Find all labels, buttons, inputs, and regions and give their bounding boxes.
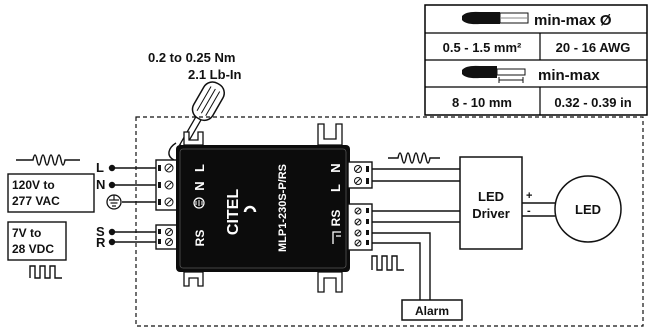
led-driver-line2: Driver xyxy=(472,206,510,221)
relay-pulse-wave-icon xyxy=(371,255,404,271)
terminal-label-R: R xyxy=(96,235,106,250)
torque-lbin-label: 2.1 Lb-In xyxy=(188,67,242,82)
left-terminal-block-remote xyxy=(155,224,179,250)
output-sine-wave-icon xyxy=(388,152,440,164)
right-terminal-block-alarm xyxy=(347,203,373,251)
earth-ground-icon xyxy=(106,194,122,210)
device-pin-RS-right: RS xyxy=(329,210,343,227)
led-driver-plus: + xyxy=(526,190,532,202)
wire-cross-section-icon xyxy=(462,11,529,25)
device-pin-RS-left: RS xyxy=(193,230,207,247)
spec-row2-left: 0.5 - 1.5 mm² xyxy=(443,40,522,55)
dc-voltage-box xyxy=(7,221,67,261)
device-pin-L: L xyxy=(192,164,207,172)
enclosure-outline xyxy=(135,116,644,327)
dc-pulse-wave-icon xyxy=(29,265,62,279)
spec-row4-right: 0.32 - 0.39 in xyxy=(554,95,631,110)
led-circle xyxy=(554,175,622,243)
device-brand: CITEL xyxy=(225,189,242,235)
alarm-label: Alarm xyxy=(415,304,449,318)
left-terminal-block-power xyxy=(155,159,179,211)
device-pin-N-right: N xyxy=(328,163,343,172)
led-driver-line1: LED xyxy=(478,189,504,204)
device-pin-L-right: L xyxy=(328,184,343,192)
terminal-label-N: N xyxy=(96,177,105,192)
device-relay-contact-icon xyxy=(332,231,341,244)
ac-voltage-line1: 120V to xyxy=(12,178,55,192)
led-driver-minus: - xyxy=(527,205,531,217)
wire-strip-length-icon xyxy=(462,65,526,83)
spec-row4-left: 8 - 10 mm xyxy=(452,95,512,110)
device-ground-icon xyxy=(193,197,205,209)
ac-voltage-box xyxy=(7,173,95,213)
spec-row1-header: min-max Ø xyxy=(534,12,612,29)
terminal-label-L: L xyxy=(96,160,104,175)
right-wires xyxy=(372,168,555,300)
right-terminal-block-output xyxy=(347,161,373,189)
left-wires xyxy=(108,164,160,246)
citel-device xyxy=(176,123,350,293)
device-pin-N: N xyxy=(192,181,207,190)
ac-voltage-line2: 277 VAC xyxy=(12,194,60,208)
ac-sine-wave-icon xyxy=(16,154,80,166)
led-label: LED xyxy=(575,202,601,217)
dc-voltage-line2: 28 VDC xyxy=(12,242,54,256)
spec-row2-right: 20 - 16 AWG xyxy=(556,40,631,55)
device-model: MLP1-230S-P/RS xyxy=(277,164,289,252)
led-driver-box xyxy=(459,156,523,250)
dc-voltage-line1: 7V to xyxy=(12,226,41,240)
torque-nm-label: 0.2 to 0.25 Nm xyxy=(148,50,235,65)
citel-logo-icon xyxy=(243,205,257,213)
terminal-label-S: S xyxy=(96,224,105,239)
alarm-box xyxy=(401,299,463,321)
spec-row3-header: min-max xyxy=(538,67,600,84)
spec-table: min-max Ø 0.5 - 1.5 mm² 20 - 16 AWG min-… xyxy=(424,4,648,116)
